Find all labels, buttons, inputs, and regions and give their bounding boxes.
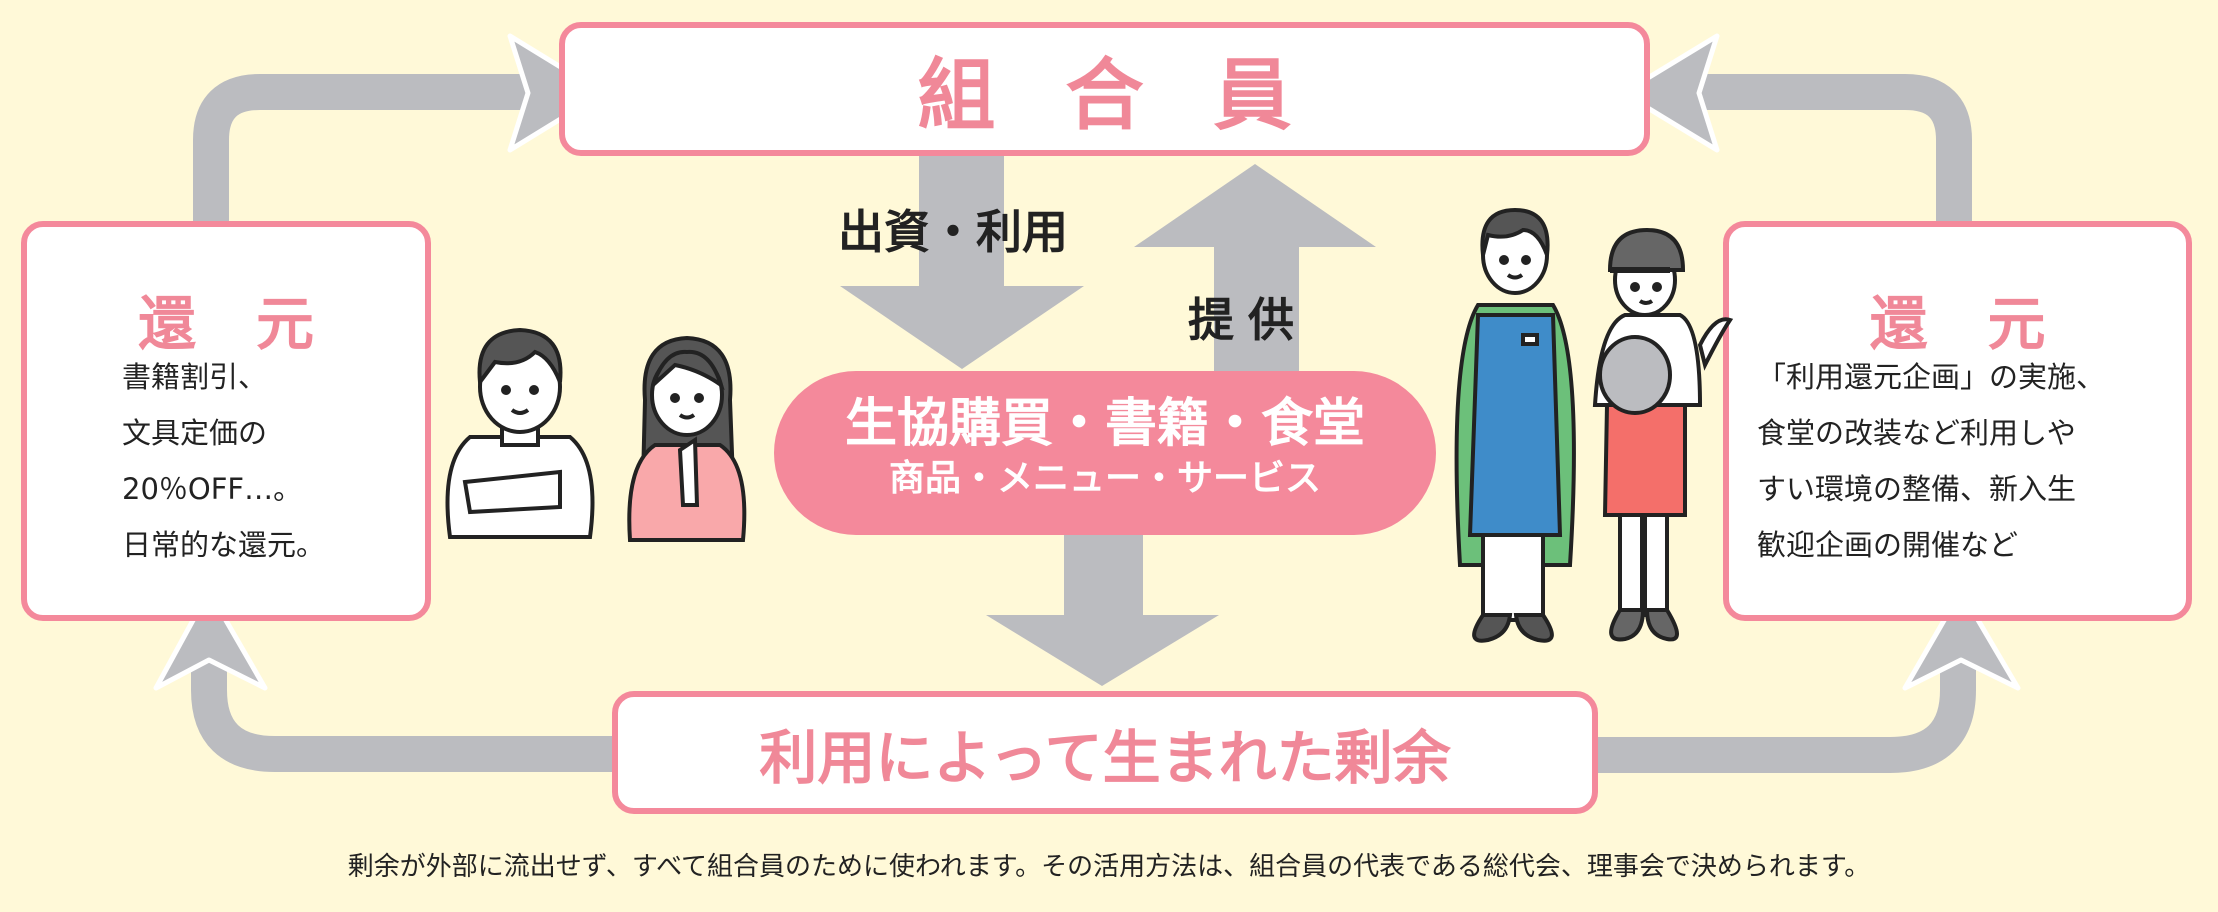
members-box: 組合員 xyxy=(559,22,1650,156)
text-line: 歓迎企画の開催など xyxy=(1757,528,2019,562)
loop-arrow-top-left xyxy=(193,74,540,225)
arrow-down-surplus xyxy=(1064,530,1143,618)
text-line: すい環境の整備、新入生 xyxy=(1757,472,2077,506)
text-line: 「利用還元企画」の実施、 xyxy=(1757,360,2106,394)
arrow-down-invest xyxy=(919,150,1004,290)
staff-man-illustration xyxy=(1454,207,1576,643)
arrowhead-up-provide-icon xyxy=(1134,164,1376,247)
refund-description: 「利用還元企画」の実施、 食堂の改装など利用しや すい環境の整備、新入生 歓迎企… xyxy=(1757,349,2105,573)
text-line: 食堂の改装など利用しや xyxy=(1757,416,2076,450)
surplus-label: 利用によって生まれた剰余 xyxy=(759,723,1451,792)
loop-arrow-bottom-left xyxy=(191,650,615,772)
footer-note: 剰余が外部に流出せず、すべて組合員のために使われます。その活用方法は、組合員の代… xyxy=(347,852,1871,882)
arrow-up-provide xyxy=(1214,245,1299,375)
arrowhead-down-icon xyxy=(986,615,1219,686)
arrowhead-up-icon xyxy=(1902,588,2021,691)
invest-label: 出資・利用 xyxy=(838,205,1068,259)
loop-arrow-top-right xyxy=(1690,74,1972,225)
text-line: 20％OFF…。 xyxy=(122,472,303,506)
refund-title: 還元 xyxy=(137,290,374,358)
refund-box-left: 還元 書籍割引、 文具定価の 20％OFF…。 日常的な還元。 xyxy=(21,221,431,621)
refund-box-right: 還元 「利用還元企画」の実施、 食堂の改装など利用しや すい環境の整備、新入生 … xyxy=(1723,221,2192,621)
services-title: 生協購買・書籍・食堂 xyxy=(844,394,1365,454)
student-man-illustration xyxy=(445,327,595,539)
provide-label: 提供 xyxy=(1188,293,1308,347)
loop-arrow-bottom-right xyxy=(1595,650,1976,773)
text-line: 日常的な還元。 xyxy=(122,528,326,562)
arrowhead-up-icon xyxy=(153,588,268,691)
student-woman-illustration xyxy=(627,335,747,542)
refund-description: 書籍割引、 文具定価の 20％OFF…。 日常的な還元。 xyxy=(122,349,325,573)
arrowhead-down-icon xyxy=(840,286,1084,369)
refund-title: 還元 xyxy=(1869,290,2106,358)
text-line: 文具定価の xyxy=(122,416,268,450)
services-subtitle: 商品・メニュー・サービス xyxy=(888,458,1321,499)
members-label: 組合員 xyxy=(917,51,1362,141)
arrowhead-left-icon xyxy=(1620,33,1720,153)
services-pill: 生協購買・書籍・食堂 商品・メニュー・サービス xyxy=(774,371,1436,535)
staff-woman-illustration xyxy=(1592,227,1734,642)
surplus-box: 利用によって生まれた剰余 xyxy=(612,691,1598,814)
text-line: 書籍割引、 xyxy=(122,360,268,394)
